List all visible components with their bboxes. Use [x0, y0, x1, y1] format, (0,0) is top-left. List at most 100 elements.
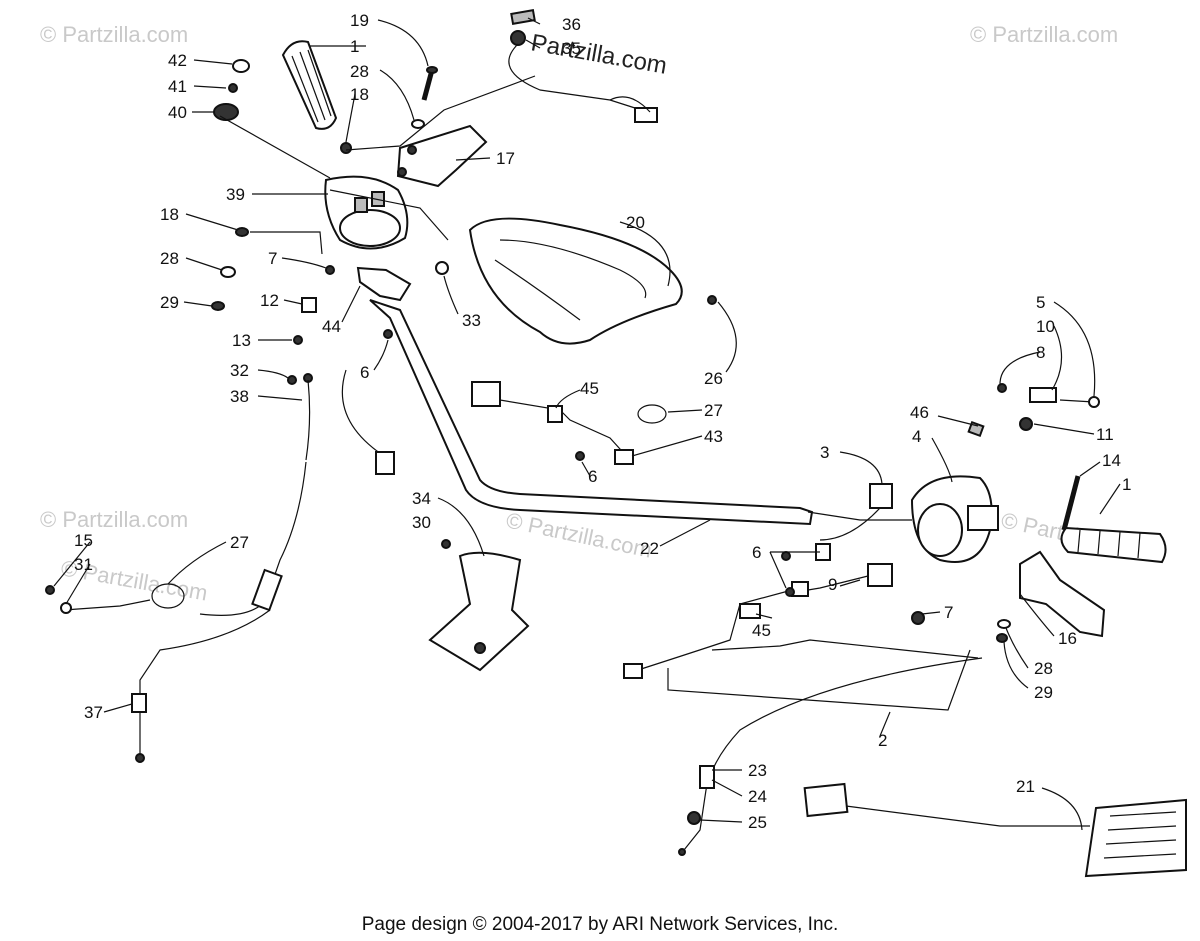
callout-39: 39 — [226, 185, 245, 204]
nut-29-part — [211, 301, 225, 311]
callout-28: 28 — [1034, 659, 1053, 678]
screw-7-right-part — [911, 611, 925, 625]
callout-41: 41 — [168, 77, 187, 96]
switch-harness-part — [508, 9, 658, 123]
bolt-14-part — [1061, 475, 1081, 531]
callout-31: 31 — [74, 555, 93, 574]
callout-25: 25 — [748, 813, 767, 832]
callout-45: 45 — [580, 379, 599, 398]
callout-22: 22 — [640, 539, 659, 558]
callout-19: 19 — [350, 11, 369, 30]
nut-18-part — [340, 142, 352, 154]
callout-leaders — [53, 17, 1121, 831]
callout-20: 20 — [626, 213, 645, 232]
callout-7: 7 — [268, 249, 277, 268]
watermark: © Partzilla.com — [40, 22, 188, 47]
callout-13: 13 — [232, 331, 251, 350]
screw-7-part — [325, 265, 335, 275]
callout-15: 15 — [74, 531, 93, 550]
callout-18: 18 — [350, 85, 369, 104]
handlebar-part — [369, 299, 814, 526]
washer-28-part — [220, 266, 236, 278]
clip-27-part — [637, 404, 667, 424]
bracket-44-part — [356, 266, 412, 302]
copyright-footer: Page design © 2004-2017 by ARI Network S… — [362, 914, 839, 935]
callout-45: 45 — [752, 621, 771, 640]
screw-13-part — [293, 335, 303, 345]
callout-4: 4 — [912, 427, 921, 446]
callout-21: 21 — [1016, 777, 1035, 796]
callout-37: 37 — [84, 703, 103, 722]
callout-26: 26 — [704, 369, 723, 388]
right-switch-parts — [623, 483, 979, 679]
nut-29-right-part — [996, 633, 1008, 643]
callout-18: 18 — [160, 205, 179, 224]
callout-labels: 19 1 28 18 42 41 40 36 35 17 39 18 7 28 … — [74, 11, 1131, 832]
support-34-part — [428, 539, 530, 672]
handlebar-pad-part — [468, 217, 683, 345]
watermark: © Partzilla.com — [40, 507, 188, 532]
washer-28-right-part — [997, 619, 1011, 629]
callout-10: 10 — [1036, 317, 1055, 336]
callout-28: 28 — [160, 249, 179, 268]
throttle-lever-part — [396, 124, 488, 188]
screw-26-part — [707, 295, 717, 305]
callout-1: 1 — [1122, 475, 1131, 494]
callout-11: 11 — [1096, 425, 1114, 444]
block-12-part — [301, 297, 317, 313]
brake-cable-part — [678, 657, 983, 856]
bolt-19-part — [411, 66, 438, 129]
callout-6: 6 — [588, 467, 597, 486]
callout-3: 3 — [820, 443, 829, 462]
right-grip-part — [1060, 526, 1167, 564]
lever-pivot-parts — [997, 383, 1100, 431]
watermark: © Partzilla.com — [970, 22, 1118, 47]
callout-12: 12 — [260, 291, 279, 310]
callout-40: 40 — [168, 103, 187, 122]
left-grip-part — [281, 40, 338, 130]
callout-9: 9 — [828, 575, 837, 594]
watermark-main: Partzilla.com — [529, 29, 669, 79]
callout-46: 46 — [910, 403, 929, 422]
screw-18-part — [235, 227, 249, 237]
callout-16: 16 — [1058, 629, 1077, 648]
callout-8: 8 — [1036, 343, 1045, 362]
end-cap-parts — [213, 59, 250, 121]
callout-6: 6 — [360, 363, 369, 382]
callout-35: 35 — [562, 39, 581, 58]
callout-1: 1 — [350, 37, 359, 56]
callout-24: 24 — [748, 787, 767, 806]
callout-29: 29 — [1034, 683, 1053, 702]
callout-17: 17 — [496, 149, 515, 168]
callout-5: 5 — [1036, 293, 1045, 312]
clip-33-part — [435, 261, 449, 275]
switch-harness-45-part — [471, 381, 634, 465]
throttle-cable-part — [45, 373, 313, 763]
callout-42: 42 — [168, 51, 187, 70]
callout-23: 23 — [748, 761, 767, 780]
brake-housing-part — [910, 420, 999, 563]
callout-2: 2 — [878, 731, 887, 750]
callout-34: 34 — [412, 489, 431, 508]
callout-30: 30 — [412, 513, 431, 532]
brake-lever-part — [1019, 550, 1106, 638]
callout-14: 14 — [1102, 451, 1121, 470]
callout-33: 33 — [462, 311, 481, 330]
callout-32: 32 — [230, 361, 249, 380]
callout-27: 27 — [230, 533, 249, 552]
callout-7: 7 — [944, 603, 953, 622]
switch-housing-part — [324, 175, 409, 250]
callout-36: 36 — [562, 15, 581, 34]
heater-element-part — [803, 782, 1187, 878]
callout-28: 28 — [350, 62, 369, 81]
callout-38: 38 — [230, 387, 249, 406]
callout-27: 27 — [704, 401, 723, 420]
callout-43: 43 — [704, 427, 723, 446]
callout-6: 6 — [752, 543, 761, 562]
callout-44: 44 — [322, 317, 341, 336]
wire-6-part — [341, 329, 395, 475]
assembly-group-lines — [219, 75, 971, 711]
callout-29: 29 — [160, 293, 179, 312]
